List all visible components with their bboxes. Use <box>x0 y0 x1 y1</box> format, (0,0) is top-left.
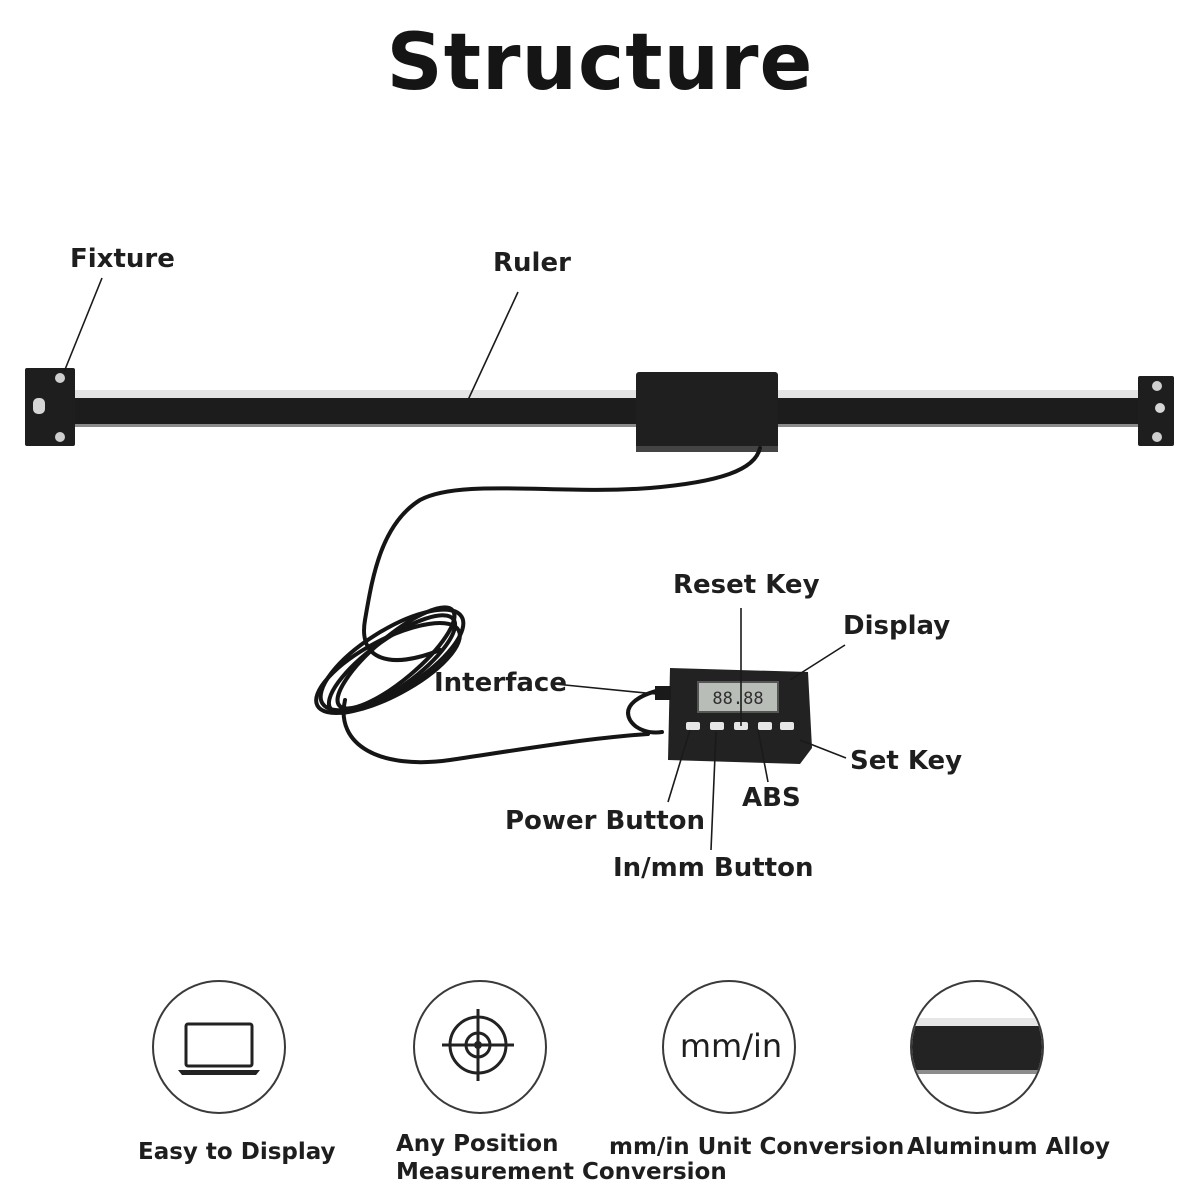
caption-any-position-line1: Any Position <box>396 1131 559 1157</box>
display-unit: 88.88 <box>655 668 812 764</box>
aluminum-bar-icon <box>912 1018 1042 1074</box>
left-fixture <box>25 368 75 446</box>
callout-display: Display <box>843 611 951 641</box>
mm-in-icon-text: mm/in <box>679 1027 783 1065</box>
leader-lines <box>63 277 847 851</box>
svg-text:88.88: 88.88 <box>712 689 763 709</box>
caption-aluminum-alloy: Aluminum Alloy <box>907 1134 1110 1160</box>
callout-set-key: Set Key <box>850 746 963 776</box>
caption-easy-display: Easy to Display <box>138 1139 336 1165</box>
callout-power-button: Power Button <box>505 806 706 836</box>
callout-inmm-button: In/mm Button <box>613 853 814 883</box>
right-fixture <box>1138 376 1174 446</box>
caption-unit-conversion: mm/in Unit Conversion <box>609 1134 905 1160</box>
callout-abs: ABS <box>742 783 801 813</box>
feature-display-circle <box>152 980 286 1114</box>
page-title: Structure <box>386 18 814 108</box>
feature-position-circle <box>413 980 547 1114</box>
target-icon <box>442 1009 514 1081</box>
feature-unit-circle: mm/in <box>662 980 796 1114</box>
callout-interface: Interface <box>434 668 567 698</box>
laptop-icon <box>178 1022 260 1075</box>
ruler <box>60 390 1150 427</box>
caption-any-position-line2: Measurement Conversion <box>396 1159 727 1185</box>
callout-fixture: Fixture <box>70 244 175 274</box>
slider-block <box>636 372 778 452</box>
feature-alloy-circle <box>910 980 1044 1114</box>
callout-ruler: Ruler <box>493 248 571 278</box>
cable <box>314 446 762 765</box>
callout-reset-key: Reset Key <box>673 570 820 600</box>
